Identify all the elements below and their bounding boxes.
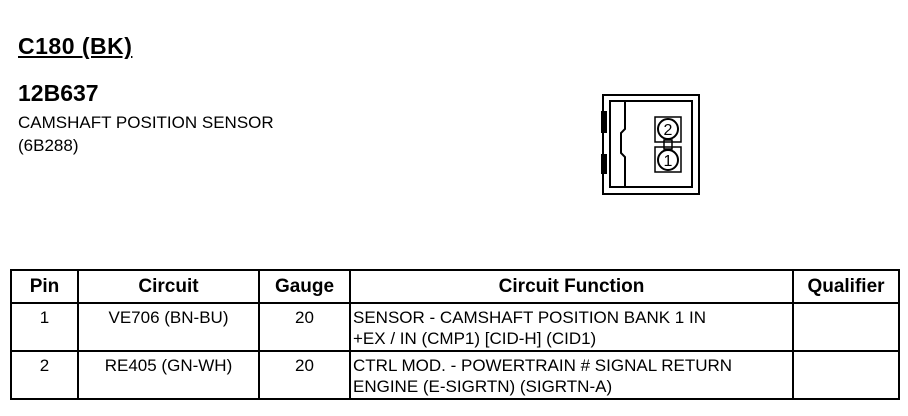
header-pin: Pin bbox=[10, 269, 79, 304]
connector-housing-outline bbox=[601, 94, 700, 195]
header-gauge: Gauge bbox=[258, 269, 351, 304]
pin-circle-2 bbox=[657, 118, 679, 140]
connector-face-diagram: 2 1 bbox=[601, 94, 700, 195]
cell-qualifier bbox=[792, 302, 900, 352]
table-header-row: Pin Circuit Gauge Circuit Function Quali… bbox=[10, 269, 900, 304]
function-line-2: +EX / IN (CMP1) [CID-H] (CID1) bbox=[353, 329, 597, 348]
table-row: 1 VE706 (BN-BU) 20 SENSOR - CAMSHAFT POS… bbox=[10, 302, 900, 352]
cell-qualifier bbox=[792, 350, 900, 400]
cell-circuit: RE405 (GN-WH) bbox=[77, 350, 260, 400]
part-number: 12B637 bbox=[18, 80, 99, 106]
connector-id-title: C180 (BK) bbox=[18, 33, 133, 59]
header-qualifier: Qualifier bbox=[792, 269, 900, 304]
pin-table: Pin Circuit Gauge Circuit Function Quali… bbox=[10, 269, 900, 400]
cell-circuit-function: CTRL MOD. - POWERTRAIN # SIGNAL RETURN EN… bbox=[349, 350, 794, 400]
component-name: CAMSHAFT POSITION SENSOR bbox=[18, 113, 274, 132]
pin-label-1: 1 bbox=[664, 153, 673, 170]
cell-circuit-function: SENSOR - CAMSHAFT POSITION BANK 1 IN +EX … bbox=[349, 302, 794, 352]
cell-gauge: 20 bbox=[258, 302, 351, 352]
pin-circle-1 bbox=[657, 149, 679, 171]
component-code: (6B288) bbox=[18, 136, 79, 155]
function-line-1: CTRL MOD. - POWERTRAIN # SIGNAL RETURN bbox=[353, 356, 733, 375]
pin-cavity-1 bbox=[654, 146, 682, 173]
header-circuit: Circuit bbox=[77, 269, 260, 304]
header-circuit-function: Circuit Function bbox=[349, 269, 794, 304]
cell-pin: 1 bbox=[10, 302, 79, 352]
cell-pin: 2 bbox=[10, 350, 79, 400]
cell-gauge: 20 bbox=[258, 350, 351, 400]
function-line-1: SENSOR - CAMSHAFT POSITION BANK 1 IN bbox=[353, 308, 706, 327]
function-line-2: ENGINE (E-SIGRTN) (SIGRTN-A) bbox=[353, 377, 613, 396]
pin-cavity-2 bbox=[654, 116, 682, 143]
cell-circuit: VE706 (BN-BU) bbox=[77, 302, 260, 352]
pin-label-2: 2 bbox=[664, 122, 673, 139]
table-row: 2 RE405 (GN-WH) 20 CTRL MOD. - POWERTRAI… bbox=[10, 350, 900, 400]
